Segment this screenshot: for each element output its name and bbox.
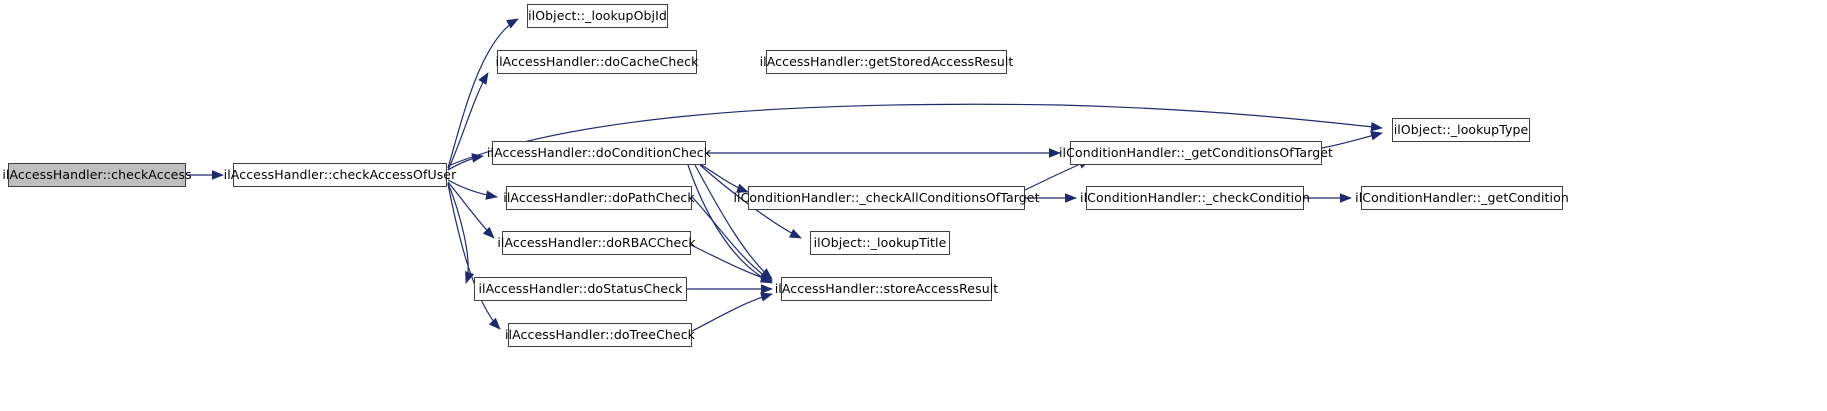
graph-node-label: ilAccessHandler::doPathCheck — [503, 189, 695, 205]
graph-node-checkAccessOfUser[interactable]: ilAccessHandler::checkAccessOfUser — [224, 163, 456, 187]
graph-node-label: ilConditionHandler::_checkAllConditionsO… — [733, 189, 1040, 205]
graph-node-label: ilAccessHandler::getStoredAccessResult — [759, 53, 1014, 69]
graph-node-label: ilAccessHandler::doConditionCheck — [486, 144, 712, 160]
graph-node-label: ilObject::_lookupType — [1393, 121, 1529, 137]
graph-node-label: ilAccessHandler::doRBACCheck — [497, 234, 696, 250]
graph-edge-doRBACCheck-to-storeAccessResult — [690, 244, 773, 283]
graph-edge-checkAccessOfUser-to-doPathCheck — [447, 179, 498, 200]
graph-node-doCacheCheck[interactable]: ilAccessHandler::doCacheCheck — [496, 50, 698, 74]
graph-node-doPathCheck[interactable]: ilAccessHandler::doPathCheck — [503, 186, 695, 210]
graph-edge-doConditionCheck-to-storeAccessResult — [694, 164, 773, 280]
graph-node-label: ilConditionHandler::_getCondition — [1355, 189, 1569, 205]
graph-edge-doConditionCheck-to-checkAllConditionsOfTarget — [699, 163, 749, 193]
graph-edge-checkAccessOfUser-to-doTreeCheck — [447, 183, 501, 330]
graph-edge-doConditionCheck-to-storeAccessResult — [687, 164, 773, 284]
graph-node-doStatusCheck[interactable]: ilAccessHandler::doStatusCheck — [474, 277, 687, 301]
graph-node-getConditionsOfTarget[interactable]: ilConditionHandler::_getConditionsOfTarg… — [1059, 141, 1333, 165]
graph-node-label: ilAccessHandler::checkAccess — [2, 166, 192, 182]
graph-node-doConditionCheck[interactable]: ilAccessHandler::doConditionCheck — [487, 141, 711, 165]
graph-edge-doTreeCheck-to-storeAccessResult — [691, 292, 773, 332]
graph-node-checkCondition[interactable]: ilConditionHandler::_checkCondition — [1080, 186, 1310, 210]
graph-node-label: ilAccessHandler::doCacheCheck — [495, 53, 699, 69]
graph-node-doRBACCheck[interactable]: ilAccessHandler::doRBACCheck — [497, 231, 696, 255]
graph-node-label: ilAccessHandler::doStatusCheck — [478, 280, 683, 296]
graph-node-getCondition[interactable]: ilConditionHandler::_getCondition — [1355, 186, 1569, 210]
graph-edge-checkAccessOfUser-to-doStatusCheck — [447, 182, 475, 284]
graph-node-label: ilConditionHandler::_getConditionsOfTarg… — [1058, 144, 1334, 160]
graph-node-label: ilAccessHandler::doTreeCheck — [504, 326, 696, 342]
graph-node-getStoredAccessResult[interactable]: ilAccessHandler::getStoredAccessResult — [760, 50, 1013, 74]
graph-node-doTreeCheck[interactable]: ilAccessHandler::doTreeCheck — [505, 323, 695, 347]
graph-node-lookupObjId[interactable]: ilObject::_lookupObjId — [527, 4, 668, 28]
graph-node-label: ilObject::_lookupTitle — [813, 234, 947, 250]
graph-node-checkAccess[interactable]: ilAccessHandler::checkAccess — [2, 163, 192, 187]
graph-node-lookupType[interactable]: ilObject::_lookupType — [1392, 118, 1530, 142]
graph-node-label: ilObject::_lookupObjId — [528, 7, 667, 23]
graph-node-label: ilAccessHandler::storeAccessResult — [774, 280, 999, 296]
graph-node-lookupTitle[interactable]: ilObject::_lookupTitle — [810, 231, 950, 255]
graph-node-label: ilConditionHandler::_checkCondition — [1080, 189, 1311, 205]
graph-edge-checkAccessOfUser-to-doRBACCheck — [447, 181, 495, 239]
graph-node-label: ilAccessHandler::checkAccessOfUser — [223, 166, 457, 182]
graph-node-checkAllConditionsOfTarget[interactable]: ilConditionHandler::_checkAllConditionsO… — [733, 186, 1039, 210]
graph-node-storeAccessResult[interactable]: ilAccessHandler::storeAccessResult — [775, 277, 998, 301]
